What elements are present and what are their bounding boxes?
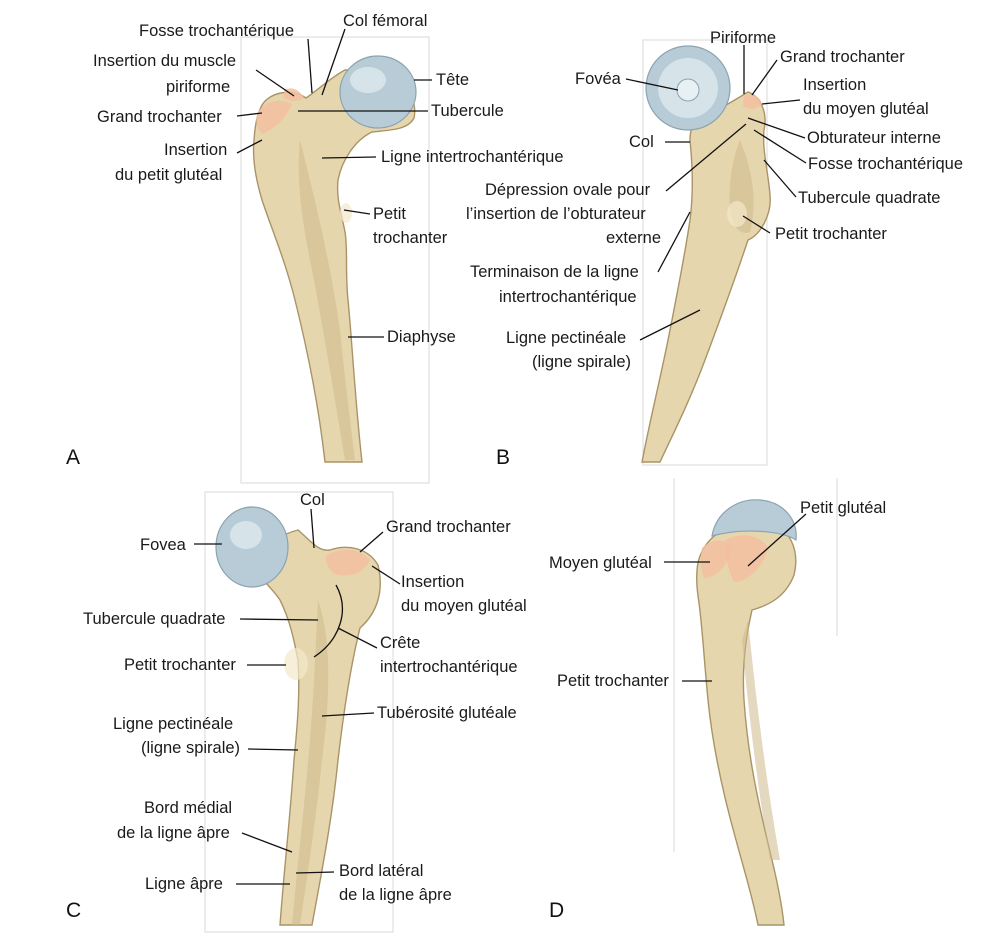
label-piriforme: Piriforme [710, 29, 776, 47]
label-col-c: Col [300, 491, 325, 509]
panel-d: Petit glutéal Moyen glutéal Petit trocha… [549, 478, 886, 926]
panel-letter-d: D [549, 899, 564, 922]
label-grand-trochanter-c: Grand trochanter [386, 518, 511, 536]
label-col-b: Col [629, 133, 654, 151]
label-grand-trochanter-b: Grand trochanter [780, 48, 905, 66]
femur-lateral-view [695, 499, 797, 926]
label-tuberosite-gluteale: Tubérosité glutéale [377, 704, 517, 722]
panel-b-frame [642, 39, 768, 466]
label-insertion-piriforme-line2: piriforme [166, 78, 230, 96]
label-insertion-petit-gluteal-line2: du petit glutéal [115, 166, 222, 184]
label-depression-ovale-line3: externe [606, 229, 661, 247]
label-tubercule-quadrate-c: Tubercule quadrate [83, 610, 225, 628]
label-fovea-b: Fovéa [575, 70, 622, 88]
label-insertion-moyen-gluteal-b-line1: Insertion [803, 76, 866, 94]
femur-anterior-view [252, 55, 417, 463]
panel-c: Col Grand trochanter Fovea Insertion du … [66, 491, 527, 933]
label-moyen-gluteal: Moyen glutéal [549, 554, 652, 572]
label-ligne-pectineale-b-line1: Ligne pectinéale [506, 329, 626, 347]
femur-posterior-view [215, 506, 381, 926]
label-terminaison-line1: Terminaison de la ligne [470, 263, 639, 281]
panel-letter-c: C [66, 899, 81, 922]
femur-medial-view [641, 45, 771, 463]
label-terminaison-line2: intertrochantérique [499, 288, 637, 306]
label-petit-gluteal: Petit glutéal [800, 499, 886, 517]
label-ligne-intertrochanterique: Ligne intertrochantérique [381, 148, 564, 166]
panel-b: Piriforme Grand trochanter Fovéa Inserti… [466, 29, 963, 469]
label-depression-ovale-line1: Dépression ovale pour [485, 181, 651, 199]
label-insertion-moyen-gluteal-c-line1: Insertion [401, 573, 464, 591]
label-tubercule: Tubercule [431, 102, 504, 120]
label-bord-lateral-line1: Bord latéral [339, 862, 423, 880]
label-petit-trochanter-a-line2: trochanter [373, 229, 448, 247]
label-insertion-moyen-gluteal-b-line2: du moyen glutéal [803, 100, 929, 118]
label-petit-trochanter-b: Petit trochanter [775, 225, 887, 243]
label-fosse-trochanterique-b: Fosse trochantérique [808, 155, 963, 173]
label-tubercule-quadrate-b: Tubercule quadrate [798, 189, 940, 207]
label-grand-trochanter-a: Grand trochanter [97, 108, 222, 126]
label-ligne-pectineale-c-line2: (ligne spirale) [141, 739, 240, 757]
label-petit-trochanter-c: Petit trochanter [124, 656, 236, 674]
label-bord-lateral-line2: de la ligne âpre [339, 886, 452, 904]
label-petit-trochanter-a-line1: Petit [373, 205, 406, 223]
label-insertion-moyen-gluteal-c-line2: du moyen glutéal [401, 597, 527, 615]
label-col-femoral: Col fémoral [343, 12, 427, 30]
label-tete: Tête [436, 71, 469, 89]
label-depression-ovale-line2: l’insertion de l’obturateur [466, 205, 646, 223]
panel-letter-b: B [496, 446, 510, 469]
label-diaphyse: Diaphyse [387, 328, 456, 346]
panel-a-frame [240, 36, 430, 484]
label-bord-medial-line1: Bord médial [144, 799, 232, 817]
label-crete-line2: intertrochantérique [380, 658, 518, 676]
label-insertion-petit-gluteal-line1: Insertion [164, 141, 227, 159]
label-petit-trochanter-d: Petit trochanter [557, 672, 669, 690]
panel-letter-a: A [66, 446, 80, 469]
label-crete-line1: Crête [380, 634, 420, 652]
label-insertion-piriforme-line1: Insertion du muscle [93, 52, 236, 70]
label-ligne-apre: Ligne âpre [145, 875, 223, 893]
label-bord-medial-line2: de la ligne âpre [117, 824, 230, 842]
panel-a: Fosse trochantérique Col fémoral Inserti… [66, 12, 564, 484]
panel-c-frame [204, 491, 394, 933]
label-obturateur-interne: Obturateur interne [807, 129, 941, 147]
label-fosse-trochanterique-a: Fosse trochantérique [139, 22, 294, 40]
label-ligne-pectineale-c-line1: Ligne pectinéale [113, 715, 233, 733]
label-ligne-pectineale-b-line2: (ligne spirale) [532, 353, 631, 371]
label-fovea-c: Fovea [140, 536, 187, 554]
